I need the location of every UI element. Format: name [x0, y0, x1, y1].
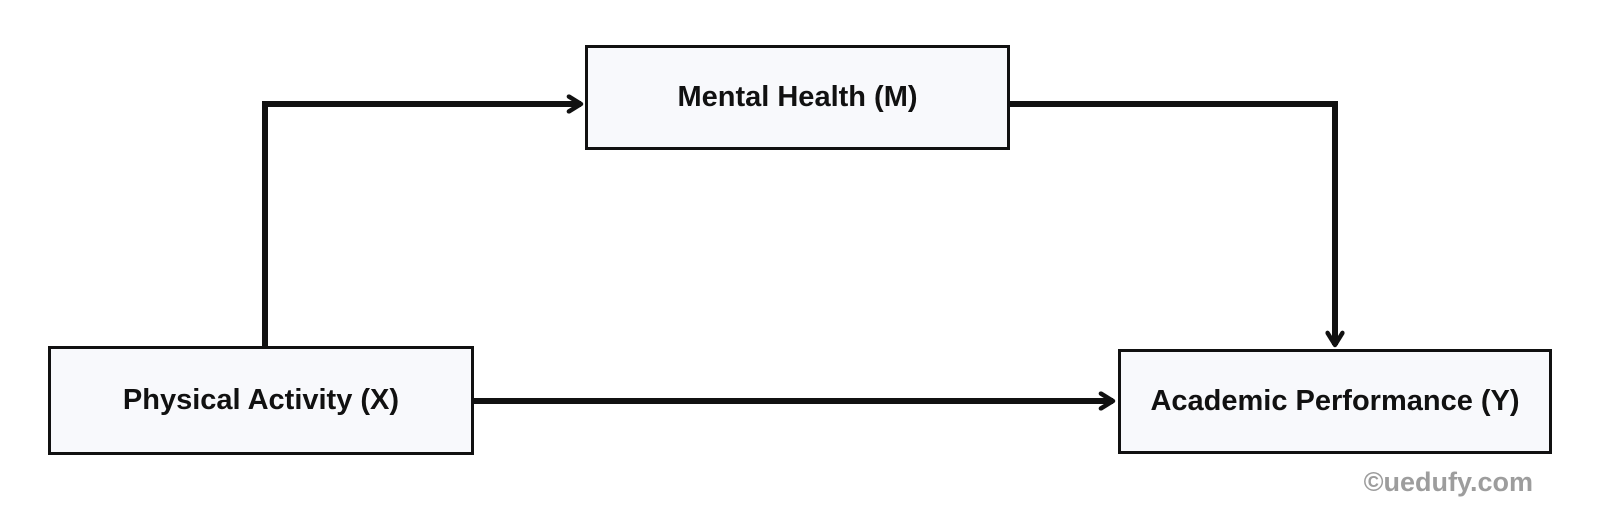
node-mediator: Mental Health (M) — [585, 45, 1010, 150]
node-independent: Physical Activity (X) — [48, 346, 474, 455]
node-dependent: Academic Performance (Y) — [1118, 349, 1552, 454]
node-mediator-label: Mental Health (M) — [677, 81, 918, 113]
node-independent-label: Physical Activity (X) — [122, 384, 400, 416]
arrow-x-to-m — [262, 104, 581, 349]
arrow-m-to-y — [1010, 101, 1335, 345]
node-dependent-label: Academic Performance (Y) — [1150, 385, 1520, 417]
watermark: ©uedufy.com — [1363, 467, 1533, 497]
